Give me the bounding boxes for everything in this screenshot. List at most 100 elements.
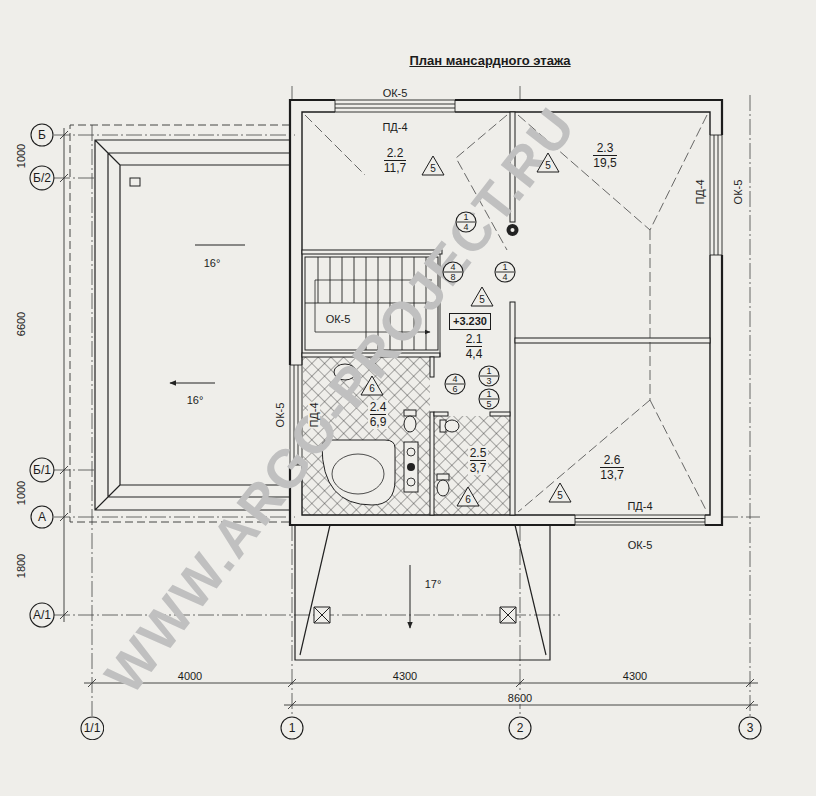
section-mark: 14 <box>494 261 516 283</box>
level-mark-label: +3.230 <box>449 313 491 330</box>
circle <box>30 166 54 190</box>
section-mark: 14 <box>455 211 477 233</box>
window-mark: ОК-5 <box>627 539 654 551</box>
window-gap <box>575 514 705 526</box>
axis-bubble-text: А/1 <box>33 608 51 622</box>
dimension: 1000 <box>11 143 29 169</box>
room-text: 13,7 <box>600 468 623 482</box>
section-mark-label: 48 <box>450 262 455 282</box>
circle <box>31 506 53 528</box>
room-text: 2.1 <box>466 332 483 347</box>
window <box>335 100 455 112</box>
finish-mark-label: 6 <box>369 383 375 394</box>
axis-bubble: 1/1 <box>80 716 105 741</box>
dimension: 4300 <box>622 666 648 684</box>
axis-bubble-label: А/1 <box>33 608 51 622</box>
finish-mark-text: 5 <box>430 163 436 174</box>
finish-mark: 6 <box>456 486 480 507</box>
window <box>710 135 722 255</box>
dimension: 8600 <box>507 688 533 706</box>
room-label: 2.211,7 <box>382 146 408 175</box>
section-mark-text: 4 <box>452 374 457 384</box>
circle <box>495 262 515 282</box>
porch-outline <box>295 525 550 660</box>
room-text: 2.5 <box>470 446 487 461</box>
bathtub <box>332 454 384 494</box>
axis-bubble: Б/1 <box>29 457 55 483</box>
section-mark-text: 4 <box>463 222 468 232</box>
sill-mark: ПД-4 <box>381 121 408 133</box>
section-mark: 13 <box>478 365 500 387</box>
finish-mark-text: 5 <box>479 294 485 305</box>
circle <box>30 603 54 627</box>
room-text: 6,9 <box>370 415 387 429</box>
partition-wall <box>490 412 510 416</box>
window <box>575 515 705 525</box>
circle <box>31 124 53 146</box>
toilet <box>404 416 416 432</box>
axis-bubble: Б/2 <box>29 165 55 191</box>
slope-angle: 16° <box>186 390 205 408</box>
finish-mark-label: 5 <box>430 163 436 174</box>
axis-bubble-text: Б/2 <box>33 171 51 185</box>
window-mark: ОК-5 <box>627 535 654 553</box>
axis-bubble-text: А <box>38 510 46 524</box>
slope-arrow <box>170 245 245 383</box>
dimension: 6600 <box>15 311 27 337</box>
room-text: 2.6 <box>600 453 623 468</box>
finish-mark: 5 <box>536 152 560 173</box>
dimension: 4300 <box>392 670 418 682</box>
sill-mark: ПД-4 <box>308 401 320 428</box>
finish-mark-text: 5 <box>557 490 563 501</box>
dimension: 4000 <box>177 666 203 684</box>
circle <box>445 374 465 394</box>
axis-bubble-label: Б/1 <box>33 463 51 477</box>
axis-bubble-label: Б/2 <box>33 171 51 185</box>
toilet <box>445 420 459 432</box>
triangle <box>457 487 479 506</box>
room-label: 2.53,7 <box>468 446 489 475</box>
axis-bubble: 2 <box>508 716 532 740</box>
sill-mark: ПД-4 <box>304 401 322 428</box>
axis-bubble-label: 1/1 <box>84 721 101 735</box>
dimension: 4300 <box>622 670 648 682</box>
room-text: 11,7 <box>384 161 406 175</box>
finish-mark: 5 <box>470 286 494 307</box>
section-mark-text: 3 <box>486 376 491 386</box>
slope-arrow <box>410 565 411 628</box>
room: 2.319,55 <box>515 112 710 338</box>
room-text: 19,5 <box>593 156 616 170</box>
axis-bubble-text: 2 <box>517 721 524 735</box>
room-text: 2.2 <box>384 146 406 161</box>
finish-mark-text: 6 <box>465 494 471 505</box>
room: 2.14,448145+3.230461315 <box>440 254 510 412</box>
room: 2.613,7 5 <box>515 343 710 515</box>
room-text: 3,7 <box>470 461 487 475</box>
room: 2.211,7 5 14 <box>302 112 510 250</box>
axis-bubble-label: А <box>38 510 46 524</box>
section-mark-label: 15 <box>486 389 491 409</box>
sill-mark: ПД-4 <box>626 496 653 514</box>
window-mark: ОК-5 <box>325 309 352 327</box>
finish-mark-label: 5 <box>479 294 485 305</box>
partition-wall <box>515 338 710 343</box>
window-gap <box>709 135 724 255</box>
axis-bubble: Б <box>30 123 54 147</box>
window-mark: ОК-5 <box>382 83 409 101</box>
dimension: 4300 <box>392 666 418 684</box>
partition-wall <box>430 412 434 515</box>
window-mark: ОК-5 <box>325 313 352 325</box>
dimension: 1000 <box>11 480 29 506</box>
axis-bubble: 1 <box>280 716 304 740</box>
triangle <box>537 153 559 172</box>
room-label: 2.14,4 <box>464 332 485 361</box>
window-mark: ОК-5 <box>274 402 286 429</box>
slope-angle: 16° <box>203 257 222 269</box>
tile-hatch <box>434 416 510 515</box>
axis-bubble-label: 3 <box>747 721 754 735</box>
axis-bubble-text: Б/1 <box>33 463 51 477</box>
finish-mark: 5 <box>548 482 572 503</box>
sill-mark: ПД-4 <box>381 117 408 135</box>
triangle <box>422 156 444 175</box>
partition-wall <box>510 302 515 515</box>
